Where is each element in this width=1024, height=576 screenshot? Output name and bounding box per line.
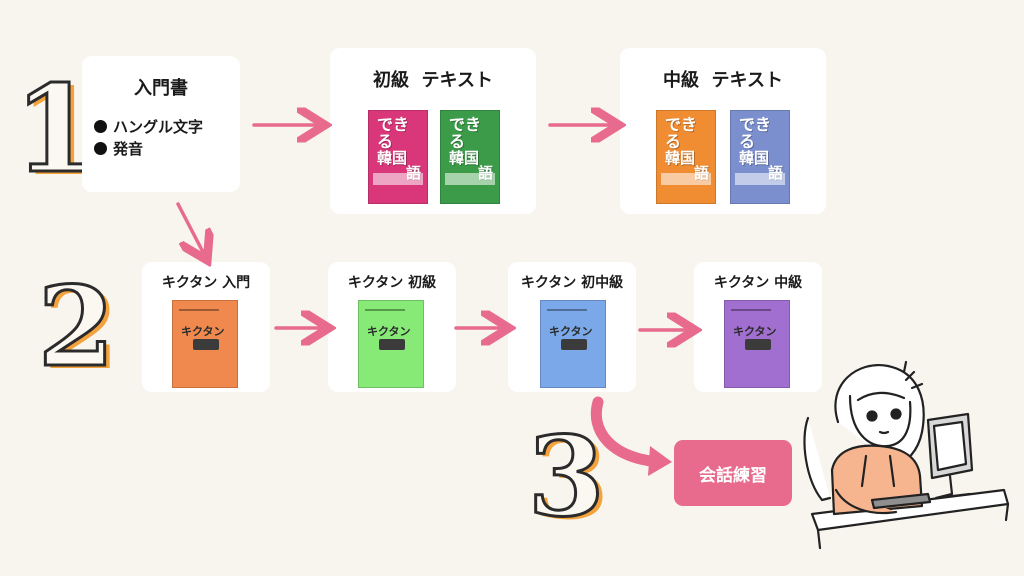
cover-text: 韓国 <box>665 148 696 167</box>
cover-text: る <box>665 131 682 151</box>
cover-text: でき <box>449 115 482 134</box>
book-cover: キクタン <box>172 300 238 388</box>
kikutan-lower-intermediate-title: キクタン 初中級 <box>520 275 624 291</box>
cover-text: キクタン <box>367 325 411 338</box>
book-cover: でき る 韓国 語 <box>730 110 790 204</box>
cover-text: 韓国 <box>449 148 480 167</box>
kikutan-intermediate-title: キクタン 中級 <box>713 275 803 291</box>
cover-text: キクタン <box>181 325 225 338</box>
kikutan-beginner-title: キクタン 初級 <box>347 275 437 291</box>
book-cover: キクタン <box>540 300 606 388</box>
intro-card: 入門書 ハングル文字 発音 <box>82 56 240 192</box>
intermediate-textbook-title: 中級 テキスト <box>663 70 783 91</box>
intro-bullet-2: 発音 <box>94 138 143 159</box>
arrow-down-icon <box>176 202 204 254</box>
arrowhead-icon <box>648 446 672 476</box>
cover-text: キクタン <box>733 325 777 338</box>
intermediate-textbook-card: 中級 テキスト でき る 韓国 語 でき る 韓国 語 <box>620 48 826 214</box>
cover-text: る <box>449 131 466 151</box>
beginner-textbook-title: 初級 テキスト <box>373 70 493 91</box>
kikutan-beginner-card: キクタン 初級 キクタン <box>328 262 456 392</box>
book-cover: キクタン <box>724 300 790 388</box>
book-cover: キクタン <box>358 300 424 388</box>
cover-text: でき <box>377 115 410 134</box>
cover-text: でき <box>665 115 698 134</box>
step-number-3: 3 <box>527 412 607 541</box>
intro-bullet-1: ハングル文字 <box>94 116 203 137</box>
book-cover: でき る 韓国 語 <box>440 110 500 204</box>
cover-text: キクタン <box>549 325 593 338</box>
cover-text: る <box>739 131 756 151</box>
cover-text: 韓国 <box>377 148 408 167</box>
kikutan-intermediate-card: キクタン 中級 キクタン <box>694 262 822 392</box>
bullet-dot-icon <box>94 120 107 133</box>
bullet-label: ハングル文字 <box>113 118 204 136</box>
cover-text: 韓国 <box>739 148 770 167</box>
book-cover: でき る 韓国 語 <box>368 110 428 204</box>
cover-text: でき <box>739 115 772 134</box>
beginner-textbook-card: 初級 テキスト でき る 韓国 語 でき る 韓国 語 <box>330 48 536 214</box>
book-cover: でき る 韓国 語 <box>656 110 716 204</box>
bullet-dot-icon <box>94 142 107 155</box>
intro-title: 入門書 <box>134 78 188 99</box>
kikutan-lower-intermediate-card: キクタン 初中級 キクタン <box>508 262 636 392</box>
conversation-practice-box: 会話練習 <box>674 440 792 506</box>
person-at-computer-icon <box>803 360 1010 550</box>
cover-text: る <box>377 131 394 151</box>
kikutan-intro-card: キクタン 入門 キクタン <box>142 262 270 392</box>
kikutan-intro-title: キクタン 入門 <box>161 275 251 291</box>
bullet-label: 発音 <box>113 140 144 158</box>
curved-arrow-icon <box>590 396 666 468</box>
step-number-2: 2 <box>37 262 117 391</box>
